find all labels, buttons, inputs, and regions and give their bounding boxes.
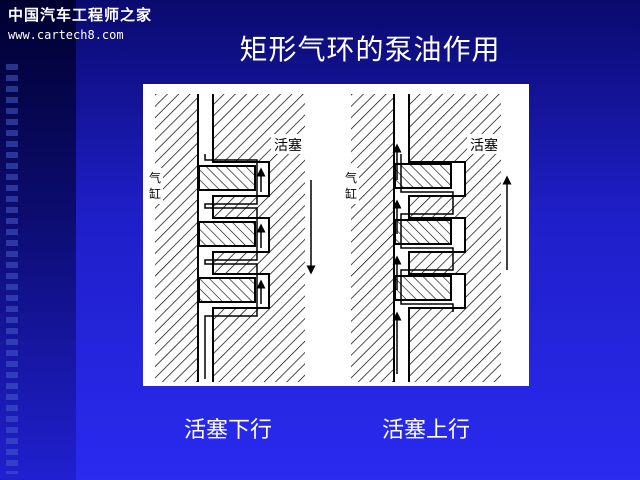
piston-ring [394, 219, 452, 245]
sidebar-decoration [0, 0, 76, 480]
cylinder-label: 气缸 [345, 170, 357, 201]
piston-ring [198, 277, 256, 303]
piston-ring [394, 163, 452, 189]
slide-title: 矩形气环的泵油作用 [239, 33, 501, 66]
site-logo: 中国汽车工程师之家 www.cartech8.com [8, 4, 168, 48]
ring-pumping-diagram: 活塞 气缸 [143, 84, 529, 386]
piston-ring [394, 275, 452, 301]
cylinder-wall [351, 94, 393, 382]
decorative-squares [6, 64, 18, 474]
cylinder-wall [155, 94, 197, 382]
left-panel: 活塞 气缸 [147, 94, 316, 382]
piston-label: 活塞 [470, 137, 498, 154]
piston-ring [198, 221, 256, 247]
caption-piston-down: 活塞下行 [184, 418, 273, 443]
right-panel: 活塞 气缸 [343, 94, 512, 382]
caption-piston-up: 活塞上行 [382, 418, 471, 443]
logo-name: 中国汽车工程师之家 [8, 6, 153, 24]
cylinder-label: 气缸 [149, 170, 161, 201]
piston-ring [198, 165, 256, 191]
piston-label: 活塞 [274, 137, 302, 154]
logo-url: www.cartech8.com [8, 28, 124, 42]
